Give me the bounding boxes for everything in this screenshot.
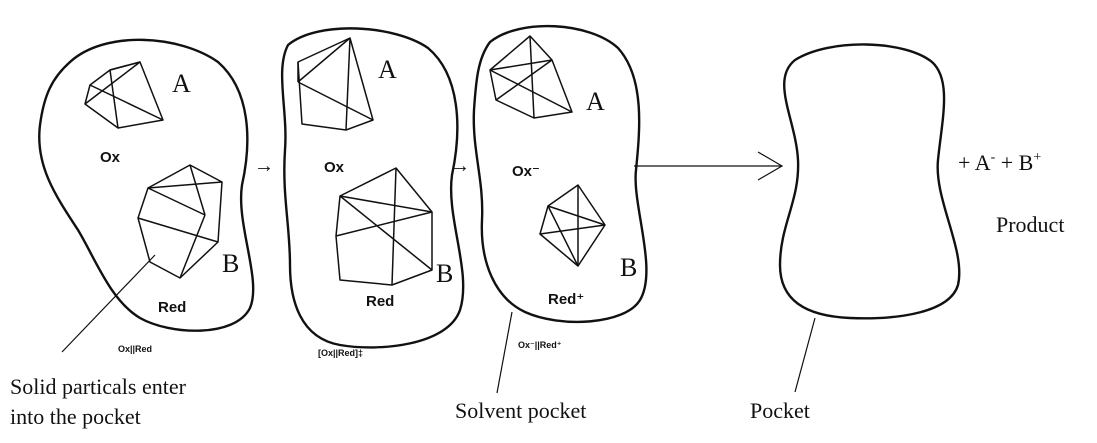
site-b-label: B [436,259,453,288]
stage-caption: [Ox||Red]‡ [318,348,363,358]
stage-1-pocket-outline [38,38,255,332]
solid-particles-label-line1: Solid particals enter [10,374,187,399]
arrow-right-icon: → [450,155,470,177]
crystal-b-icon [539,184,606,267]
solid-particles-label-line2: into the pocket [10,404,141,429]
bottom-species-label: Red [158,299,186,316]
product-equation: + A- + B+ [958,150,1041,175]
stage-2: A B Ox Red [Ox||Red]‡ [280,27,465,358]
pocket-pointer [794,317,816,393]
pocket-label: Pocket [750,398,810,423]
product-label: Product [996,212,1064,237]
stage-caption: Ox||Red [118,344,152,354]
top-species-label: Ox⁻ [512,163,540,180]
arrow-right-icon: → [254,155,274,177]
site-a-label: A [172,69,191,98]
bottom-species-label: Red⁺ [548,291,584,308]
solid-particles-pointer [61,254,156,353]
stage-3: A B Ox⁻ Red⁺ Ox⁻||Red⁺ [472,24,648,350]
top-species-label: Ox [100,149,121,166]
site-b-label: B [222,249,239,278]
crystal-a-icon [84,61,164,129]
site-a-label: A [378,55,397,84]
solvent-pocket-pointer [496,311,513,394]
bottom-species-label: Red [366,293,394,310]
stage-2-pocket-outline [280,27,465,349]
site-a-label: A [586,87,605,116]
stage-1: A B Ox Red Ox||Red [38,38,255,354]
crystal-a-icon [297,37,374,131]
solvent-pocket-label: Solvent pocket [455,398,586,423]
stage-3-pocket-outline [472,24,648,324]
empty-pocket-outline [778,43,961,320]
crystal-b-icon [335,167,433,286]
crystal-a-icon [489,35,573,119]
site-b-label: B [620,253,637,282]
top-species-label: Ox [324,159,345,176]
stage-caption: Ox⁻||Red⁺ [518,340,562,350]
long-arrow-icon [634,151,784,181]
crystal-b-icon [137,164,223,279]
